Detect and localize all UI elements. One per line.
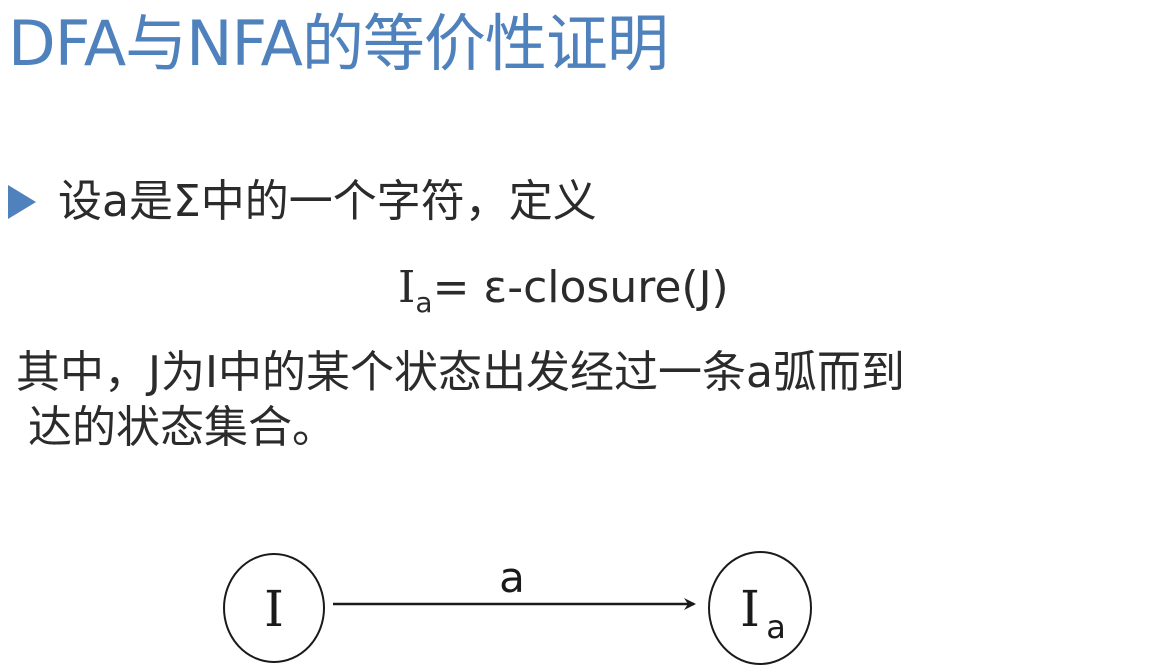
target-state-node: I a: [708, 551, 812, 665]
transition-edge: a: [333, 553, 696, 610]
target-node-subscript: a: [766, 608, 786, 646]
transition-diagram: I a I a: [223, 551, 812, 665]
slide-title: DFA与NFA的等价性证明: [8, 7, 669, 80]
source-node-label: I: [264, 580, 284, 638]
formula-rhs: = ε-closure(J): [432, 262, 729, 313]
formula-lhs-symbol: I: [398, 262, 416, 313]
definition-paragraph: 其中，J为I中的某个状态出发经过一条a弧而到 达的状态集合。: [16, 345, 1173, 455]
formula-lhs-subscript: a: [415, 286, 433, 319]
triangle-right-icon: [8, 185, 36, 219]
source-state-node: I: [223, 553, 325, 663]
closure-formula: Ia= ε-closure(J): [398, 258, 729, 333]
edge-label: a: [499, 553, 525, 602]
paragraph-line-2: 达的状态集合。: [28, 402, 336, 453]
target-node-label: I: [740, 580, 760, 638]
paragraph-line-1: 其中，J为I中的某个状态出发经过一条a弧而到: [16, 347, 905, 398]
bullet-text: 设a是Σ中的一个字符，定义: [58, 176, 597, 227]
bullet-item: 设a是Σ中的一个字符，定义: [8, 172, 597, 232]
